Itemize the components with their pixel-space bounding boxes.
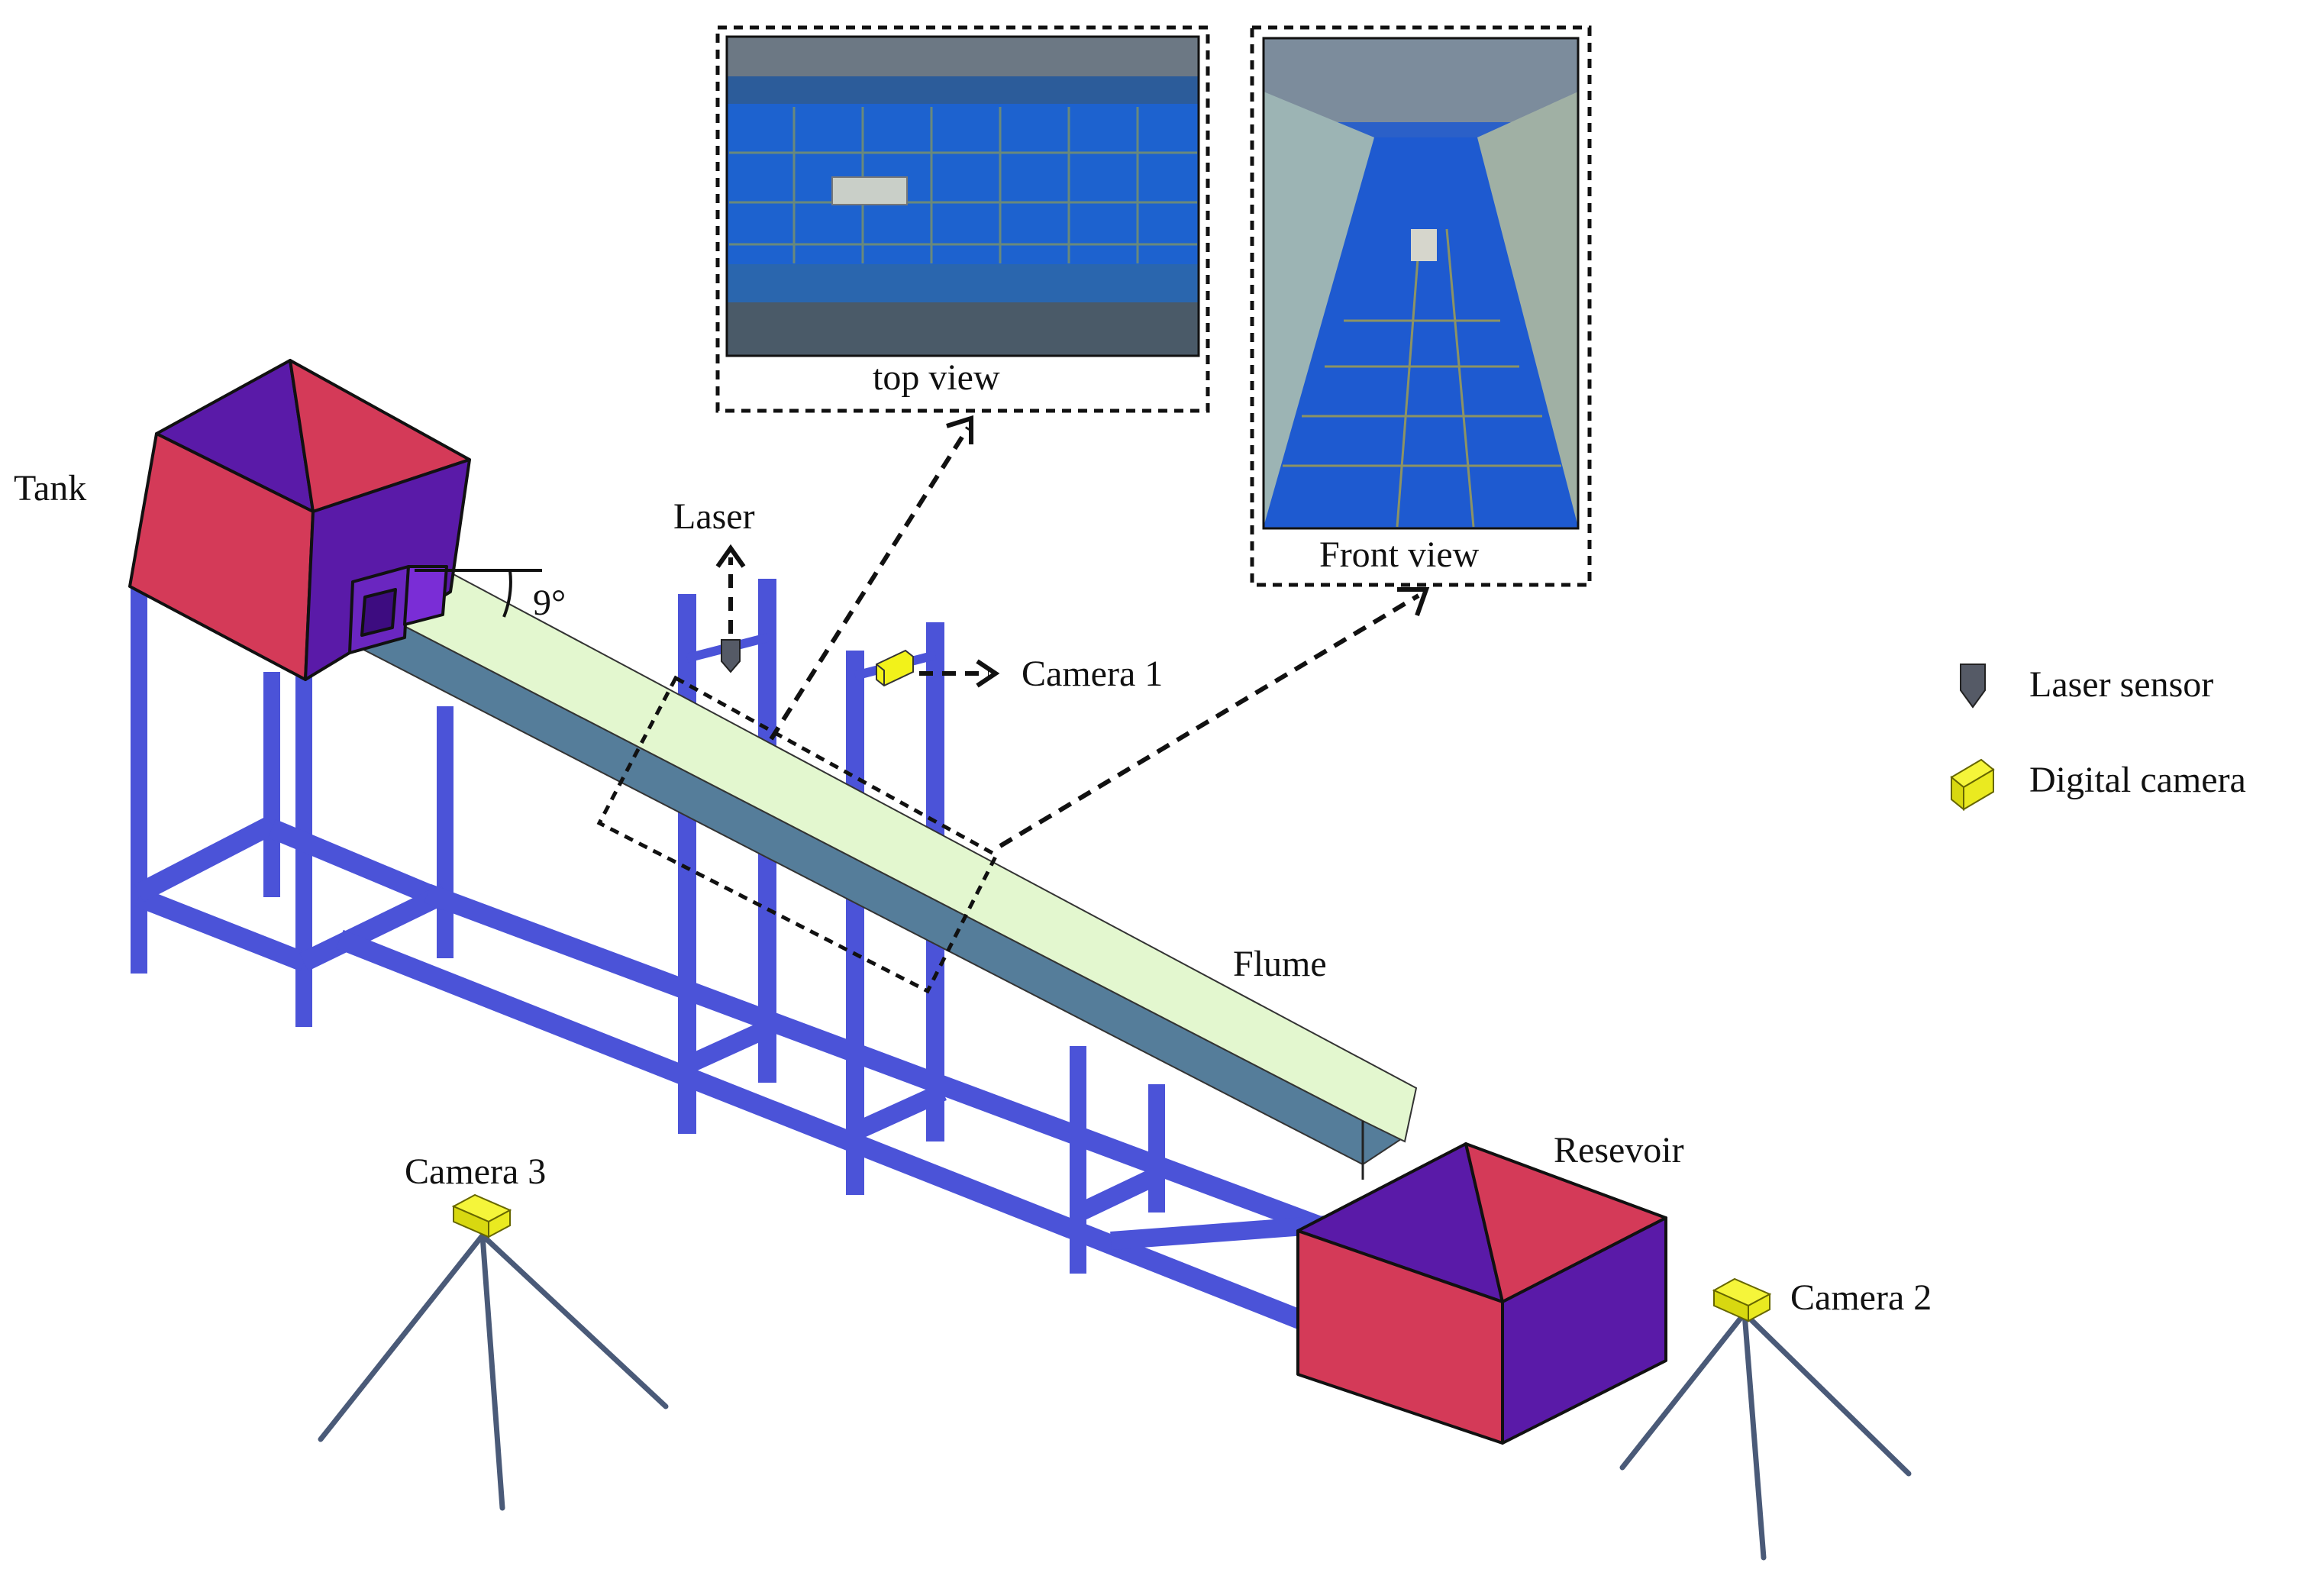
- laser-sensor-icon: [1960, 664, 1986, 709]
- camera-1-label: Camera 1: [1022, 654, 1163, 694]
- reservoir-side-face: [1501, 1216, 1667, 1445]
- camera-2-label: Camera 2: [1790, 1277, 1932, 1318]
- legend-item-laser-sensor: Laser sensor: [1960, 664, 2213, 709]
- reservoir-label: Resevoir: [1554, 1130, 1684, 1171]
- camera-3: Camera 3: [318, 1151, 669, 1511]
- flume-observation-window: [596, 675, 999, 994]
- tank-label: Tank: [14, 468, 86, 509]
- support-frame: [131, 579, 1367, 1335]
- laser-sensor: Laser: [673, 496, 755, 673]
- camera-1: Camera 1: [876, 649, 1163, 694]
- arrow-to-top-view: [769, 426, 970, 741]
- flume: [345, 565, 1418, 1180]
- camera-1-icon: [876, 649, 914, 687]
- tank: [128, 359, 471, 681]
- front-view-inset: Front view: [1250, 25, 1592, 587]
- angle-label: 9°: [533, 583, 566, 623]
- legend-laser-label: Laser sensor: [2029, 664, 2213, 705]
- camera-3-label: Camera 3: [405, 1151, 546, 1192]
- angle-indicator: 9°: [415, 569, 566, 623]
- front-view-label: Front view: [1319, 534, 1480, 575]
- arrow-to-front-view: [999, 593, 1420, 848]
- laser-sensor-icon: [721, 639, 741, 673]
- laser-label: Laser: [673, 496, 755, 537]
- legend-camera-label: Digital camera: [2029, 760, 2246, 800]
- top-view-frame: [715, 25, 1210, 413]
- legend: Laser sensor Digital camera: [1950, 664, 2246, 812]
- tank-side-face: [304, 458, 471, 681]
- legend-item-digital-camera: Digital camera: [1950, 758, 2246, 812]
- front-view-photo: [1262, 37, 1580, 530]
- camera-3-icon: [451, 1193, 512, 1238]
- digital-camera-icon: [1950, 758, 1995, 812]
- tank-outlet-inner: [360, 588, 397, 637]
- top-view-label: top view: [873, 357, 1000, 398]
- top-view-photo: [725, 35, 1200, 357]
- flume-bottom-face: [345, 621, 1405, 1166]
- flume-label: Flume: [1233, 944, 1327, 984]
- camera-2-icon: [1712, 1277, 1772, 1322]
- front-view-frame: [1250, 25, 1592, 587]
- camera-2: Camera 2: [1619, 1277, 1932, 1561]
- reservoir: Resevoir: [1296, 1130, 1684, 1445]
- top-view-inset: top view: [715, 25, 1210, 413]
- tank-outlet-lip: [403, 565, 448, 626]
